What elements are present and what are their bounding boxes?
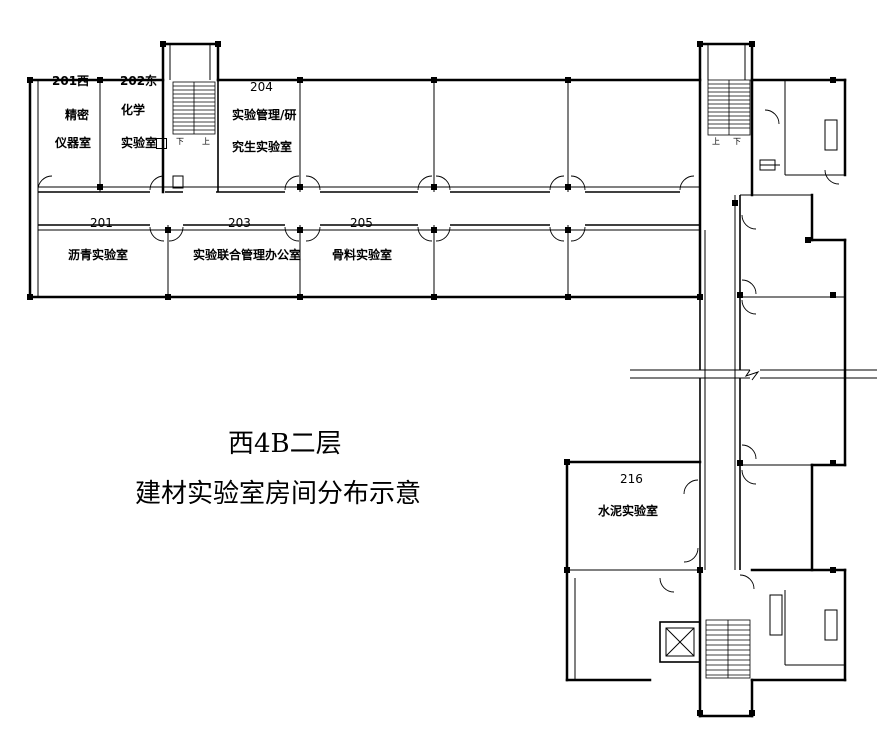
columns	[27, 41, 836, 716]
checkbox-marker-icon	[156, 138, 167, 149]
room-name: 沥青实验室	[68, 248, 129, 262]
room-number: 205	[350, 216, 373, 230]
east-wing-walls	[565, 193, 877, 718]
doors	[37, 109, 840, 593]
stair-down-label-west: 下	[176, 137, 184, 146]
room-number: 202东	[120, 74, 158, 88]
east-stair-north	[698, 42, 754, 299]
room-number: 216	[620, 472, 643, 486]
stair-down-label-east: 下	[733, 137, 741, 146]
west-stair	[161, 42, 220, 194]
stair-up-label-east: 上	[712, 137, 720, 146]
plan-title-line1: 西4B二层	[228, 429, 342, 459]
ne-service-block	[750, 78, 847, 197]
room-name-line2: 仪器室	[55, 136, 92, 150]
room-name-line2: 究生实验室	[232, 140, 293, 154]
plan-title-line2: 建材实验室房间分布示意	[135, 479, 422, 509]
room-number: 204	[250, 80, 273, 94]
room-name-line1: 实验管理/研	[232, 108, 297, 122]
room-number: 201	[90, 216, 113, 230]
stair-up-label-west: 上	[202, 137, 210, 146]
room-name: 实验联合管理办公室	[193, 248, 302, 262]
room-name-line1: 化学	[121, 103, 146, 117]
room-name-line2: 实验室	[121, 136, 158, 150]
room-name: 水泥实验室	[598, 504, 659, 518]
room-name: 骨料实验室	[332, 248, 393, 262]
room-number: 201西	[52, 74, 90, 88]
room-name-line1: 精密	[65, 108, 90, 122]
room-number: 203	[228, 216, 251, 230]
